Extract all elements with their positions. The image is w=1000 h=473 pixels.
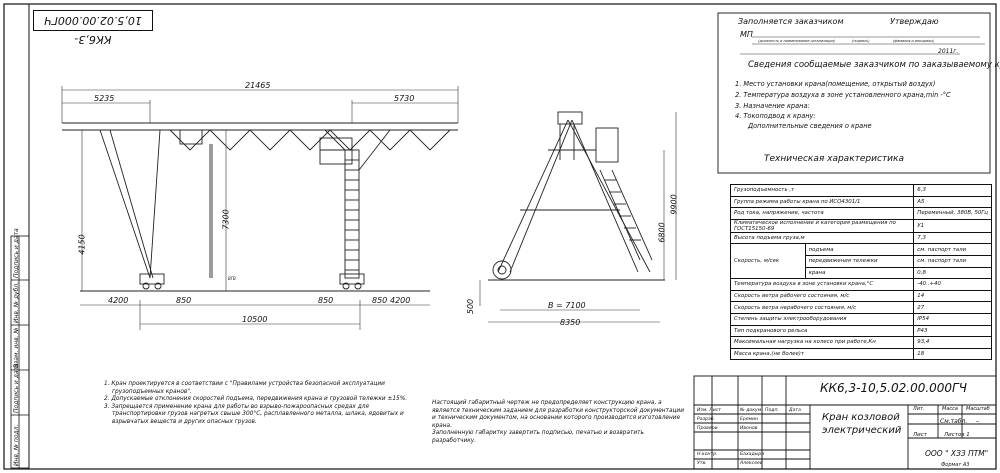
customer-item-2: 2. Температура воздуха в зоне установлен… xyxy=(735,91,951,99)
dim-total: 21465 xyxy=(245,81,271,90)
notes-middle: Настоящий габаритный чертеж не предопред… xyxy=(432,400,684,444)
tech-row: Температура воздуха в зоне установки кра… xyxy=(729,278,992,291)
customer-item-1: 1. Место установки крана(помещение, откр… xyxy=(735,80,936,88)
tb-organization: ООО " ХЗЗ ПТМ" xyxy=(925,449,989,458)
customer-item-5: Дополнительные сведения о кране xyxy=(748,122,872,130)
dim-side-base-2: 8350 xyxy=(560,318,581,327)
caption-org: (должность и наименование организации) xyxy=(758,39,835,43)
dim-right-cantilever: 5730 xyxy=(394,94,415,103)
side-label-5: Инв. № подл. xyxy=(13,424,20,466)
tb-row-3-a: Н.контр. xyxy=(697,452,718,457)
tb-row-0-b: № докум. xyxy=(740,408,763,413)
tb-row-0-c: Подп. xyxy=(765,408,779,413)
outer-frame xyxy=(3,3,997,470)
dim-wheel-1: 850 xyxy=(176,296,192,305)
title-block-name: Кран козловой электрический xyxy=(822,412,902,436)
dim-lift-height: 7300 xyxy=(221,209,231,230)
tb-row-0-d: Дата xyxy=(789,408,801,413)
title-block-code: КК6,3-10,5.02.00.000ГЧ xyxy=(820,381,967,395)
caption-sign: (подпись) xyxy=(852,39,870,43)
side-strip xyxy=(10,235,30,469)
caption-name: (фамилия и инициалы) xyxy=(893,39,935,43)
front-dimension-lines xyxy=(61,86,459,330)
top-code-text: КК6,3-10,5.02.00.000ГЧ xyxy=(44,14,142,46)
dim-span: 10500 xyxy=(242,315,268,324)
tech-row: Максимальная нагрузка на колесо при рабо… xyxy=(729,336,992,349)
side-dimension-lines xyxy=(479,112,677,323)
dim-wheel-3: 850 xyxy=(372,296,388,305)
tb-lit-label: Лит. xyxy=(913,406,925,412)
tech-row: Климатическое исполнение и категория раз… xyxy=(729,218,992,233)
customer-fill-label: Заполняется заказчиком xyxy=(738,17,844,26)
tb-sheets-label: Листов 1 xyxy=(944,432,970,438)
tech-row: Скорость ветра нерабочего состояния, м/с… xyxy=(729,301,992,314)
dim-side-height: 9900 xyxy=(669,194,679,215)
notes-left: 1. Кран проектируется в соответствии с "… xyxy=(104,381,408,425)
dim-cantilever-height: 4150 xyxy=(77,234,87,255)
customer-year: 2011г. xyxy=(938,48,959,55)
dim-side-base: B = 7100 xyxy=(548,301,586,310)
tb-row-1-b: Еремин xyxy=(740,417,759,422)
tb-row-1-a: Разраб. xyxy=(697,417,716,422)
side-label-2: Инв. № дубл. xyxy=(13,281,20,323)
gantry-front-view xyxy=(62,122,458,292)
dim-left-offset: 4200 xyxy=(108,296,129,305)
tb-scale-value: – xyxy=(976,418,979,425)
gantry-side-view xyxy=(488,111,665,281)
tb-row-3-b: Бахадыра xyxy=(740,452,765,457)
tb-row-0-a: Изм. Лист xyxy=(697,408,721,413)
customer-item-3: 3. Назначение крана: xyxy=(735,102,810,110)
customer-mp-label: МП xyxy=(740,30,753,39)
side-label-1: Подпись и дата xyxy=(13,228,20,278)
tb-row-2-b: Ивонов xyxy=(740,426,758,431)
tb-mass-label: Масса xyxy=(942,406,958,412)
tb-scale-label: Масштаб xyxy=(966,406,990,412)
customer-heading: Сведения сообщаемые заказчиком по заказы… xyxy=(748,60,1000,70)
tb-row-2-a: Провери. xyxy=(697,426,720,431)
dim-wheel-2: 850 xyxy=(318,296,334,305)
tb-row-4-a: Утв. xyxy=(697,461,707,466)
brake-label: ВГВ xyxy=(228,276,236,281)
dim-left-cantilever: 5235 xyxy=(94,94,115,103)
side-label-3: Взам. инв. № xyxy=(13,327,20,368)
top-code-stamp: КК6,3-10,5.02.00.000ГЧ xyxy=(33,10,153,46)
customer-approve-label: Утверждаю xyxy=(890,17,939,26)
tech-title: Техническая характеристика xyxy=(764,154,904,164)
title-block-frame xyxy=(693,375,997,470)
side-label-4: Подпись и дата xyxy=(13,363,20,413)
customer-item-4: 4. Токоподвод к крану: xyxy=(735,112,816,120)
tb-row-4-b: Алексеев xyxy=(740,461,763,466)
dim-rail: 500 xyxy=(466,298,476,315)
tb-mass-value: См.табл. xyxy=(940,418,968,425)
tb-sheet-label: Лист xyxy=(913,432,927,438)
dim-side-height-2: 6800 xyxy=(657,222,667,243)
tb-format: Формат А3 xyxy=(941,462,970,468)
dim-right-offset: 4200 xyxy=(390,296,411,305)
customer-block-frame xyxy=(717,12,991,174)
